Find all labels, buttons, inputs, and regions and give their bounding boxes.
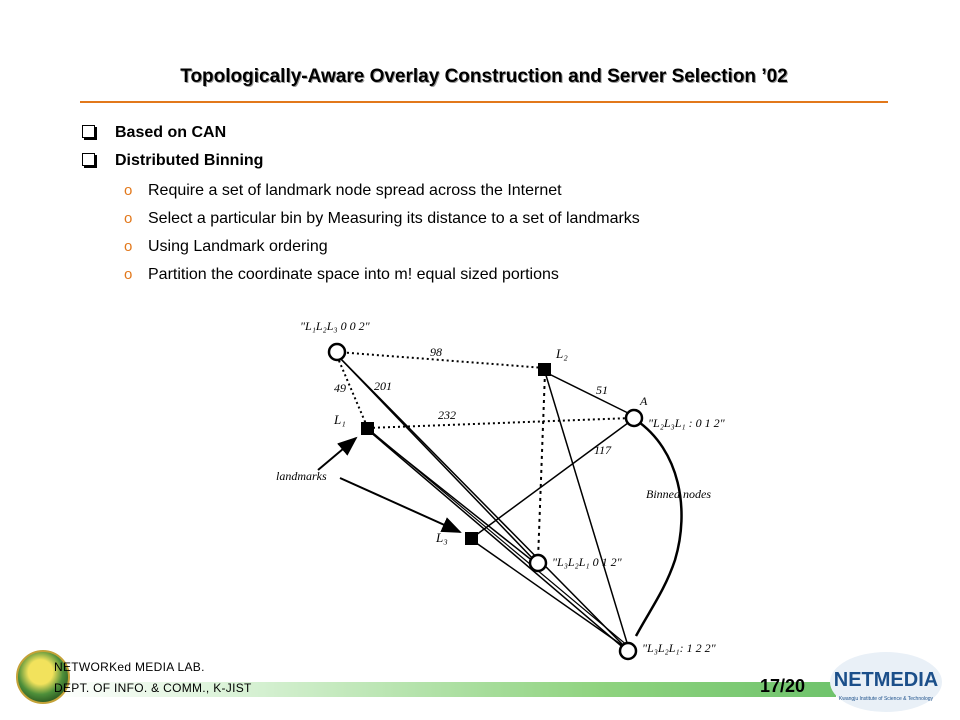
- bullet-item: Distributed Binning: [82, 152, 263, 170]
- weight-98: 98: [430, 345, 442, 359]
- weight-201: 201: [374, 379, 392, 393]
- edge-l1-bottom: [367, 429, 627, 651]
- edge-l1-bottom-b: [371, 431, 629, 647]
- node-top: [327, 342, 347, 362]
- label-l1: L₁: [333, 412, 346, 427]
- title-divider: [80, 101, 888, 103]
- sub-bullet-item: o Using Landmark ordering: [124, 238, 328, 256]
- netmedia-logo: NETMEDIA Kwangju Institute of Science & …: [830, 652, 942, 712]
- sub-bullet-text: Select a particular bin by Measuring its…: [148, 210, 640, 227]
- sub-bullet-item: o Partition the coordinate space into m! …: [124, 266, 559, 284]
- slide-title: Topologically-Aware Overlay Construction…: [180, 66, 788, 87]
- edge-l2-bottom: [544, 371, 629, 647]
- landmark-l2: [538, 363, 551, 376]
- circle-bullet-icon: o: [124, 210, 133, 227]
- sub-bullet-item: o Select a particular bin by Measuring it…: [124, 210, 640, 228]
- sub-bullet-text: Using Landmark ordering: [148, 238, 328, 255]
- weight-51: 51: [596, 383, 608, 397]
- edge-top-l1: [336, 355, 367, 425]
- landmark-l3: [465, 532, 478, 545]
- label-node-top: "L₁L₂L₃ 0 0 2": [300, 319, 371, 333]
- weight-49: 49: [334, 381, 346, 395]
- landmarks-arrow-l1: [317, 436, 358, 471]
- label-l2: L₂: [555, 346, 568, 361]
- bullet-text: Based on CAN: [115, 124, 227, 141]
- label-node-bottom: "L₃L₂L₁: 1 2 2": [642, 641, 717, 655]
- lab-name: NETWORKed MEDIA LAB.: [54, 660, 205, 674]
- label-landmarks: landmarks: [276, 469, 327, 483]
- edge-top-bottom: [337, 355, 627, 649]
- kjist-seal-logo: [16, 650, 70, 704]
- circle-bullet-icon: o: [124, 182, 133, 199]
- edge-l2-a: [544, 371, 631, 415]
- edge-l3-a: [471, 419, 633, 539]
- label-l3: L₃: [435, 530, 448, 545]
- label-node-mid: "L₃L₂L₁ 0 1 2": [552, 555, 623, 569]
- bullet-item: Based on CAN: [82, 124, 226, 142]
- checkbox-bullet-icon: [82, 153, 95, 166]
- sub-bullet-text: Require a set of landmark node spread ac…: [148, 182, 562, 199]
- label-a: A: [639, 394, 648, 408]
- weight-232: 232: [438, 408, 456, 422]
- node-mid: [528, 553, 548, 573]
- label-node-a: "L₂L₃L₁ : 0 1 2": [648, 416, 726, 430]
- landmarks-arrow-l3: [339, 477, 462, 533]
- footer-bar: [50, 682, 836, 697]
- sub-bullet-text: Partition the coordinate space into m! e…: [148, 266, 559, 283]
- landmark-l1: [361, 422, 374, 435]
- edge-l2-mid: [537, 371, 546, 561]
- node-bottom: [618, 641, 638, 661]
- netmedia-logo-text: NETMEDIA: [834, 669, 938, 691]
- department-name: DEPT. OF INFO. & COMM., K-JIST: [54, 681, 252, 695]
- node-a: [624, 408, 644, 428]
- bullet-text: Distributed Binning: [115, 152, 264, 169]
- binned-nodes-bracket: [634, 418, 683, 637]
- edge-l1-a: [367, 417, 633, 429]
- edge-l3-bottom: [471, 539, 627, 649]
- sub-bullet-item: o Require a set of landmark node spread a…: [124, 182, 562, 200]
- netmedia-logo-subtext: Kwangju Institute of Science & Technolog…: [839, 696, 934, 702]
- circle-bullet-icon: o: [124, 238, 133, 255]
- circle-bullet-icon: o: [124, 266, 133, 283]
- page-number: 17/20: [760, 676, 806, 696]
- label-binned-nodes: Binned nodes: [646, 487, 711, 501]
- checkbox-bullet-icon: [82, 125, 95, 138]
- weight-117: 117: [594, 443, 612, 457]
